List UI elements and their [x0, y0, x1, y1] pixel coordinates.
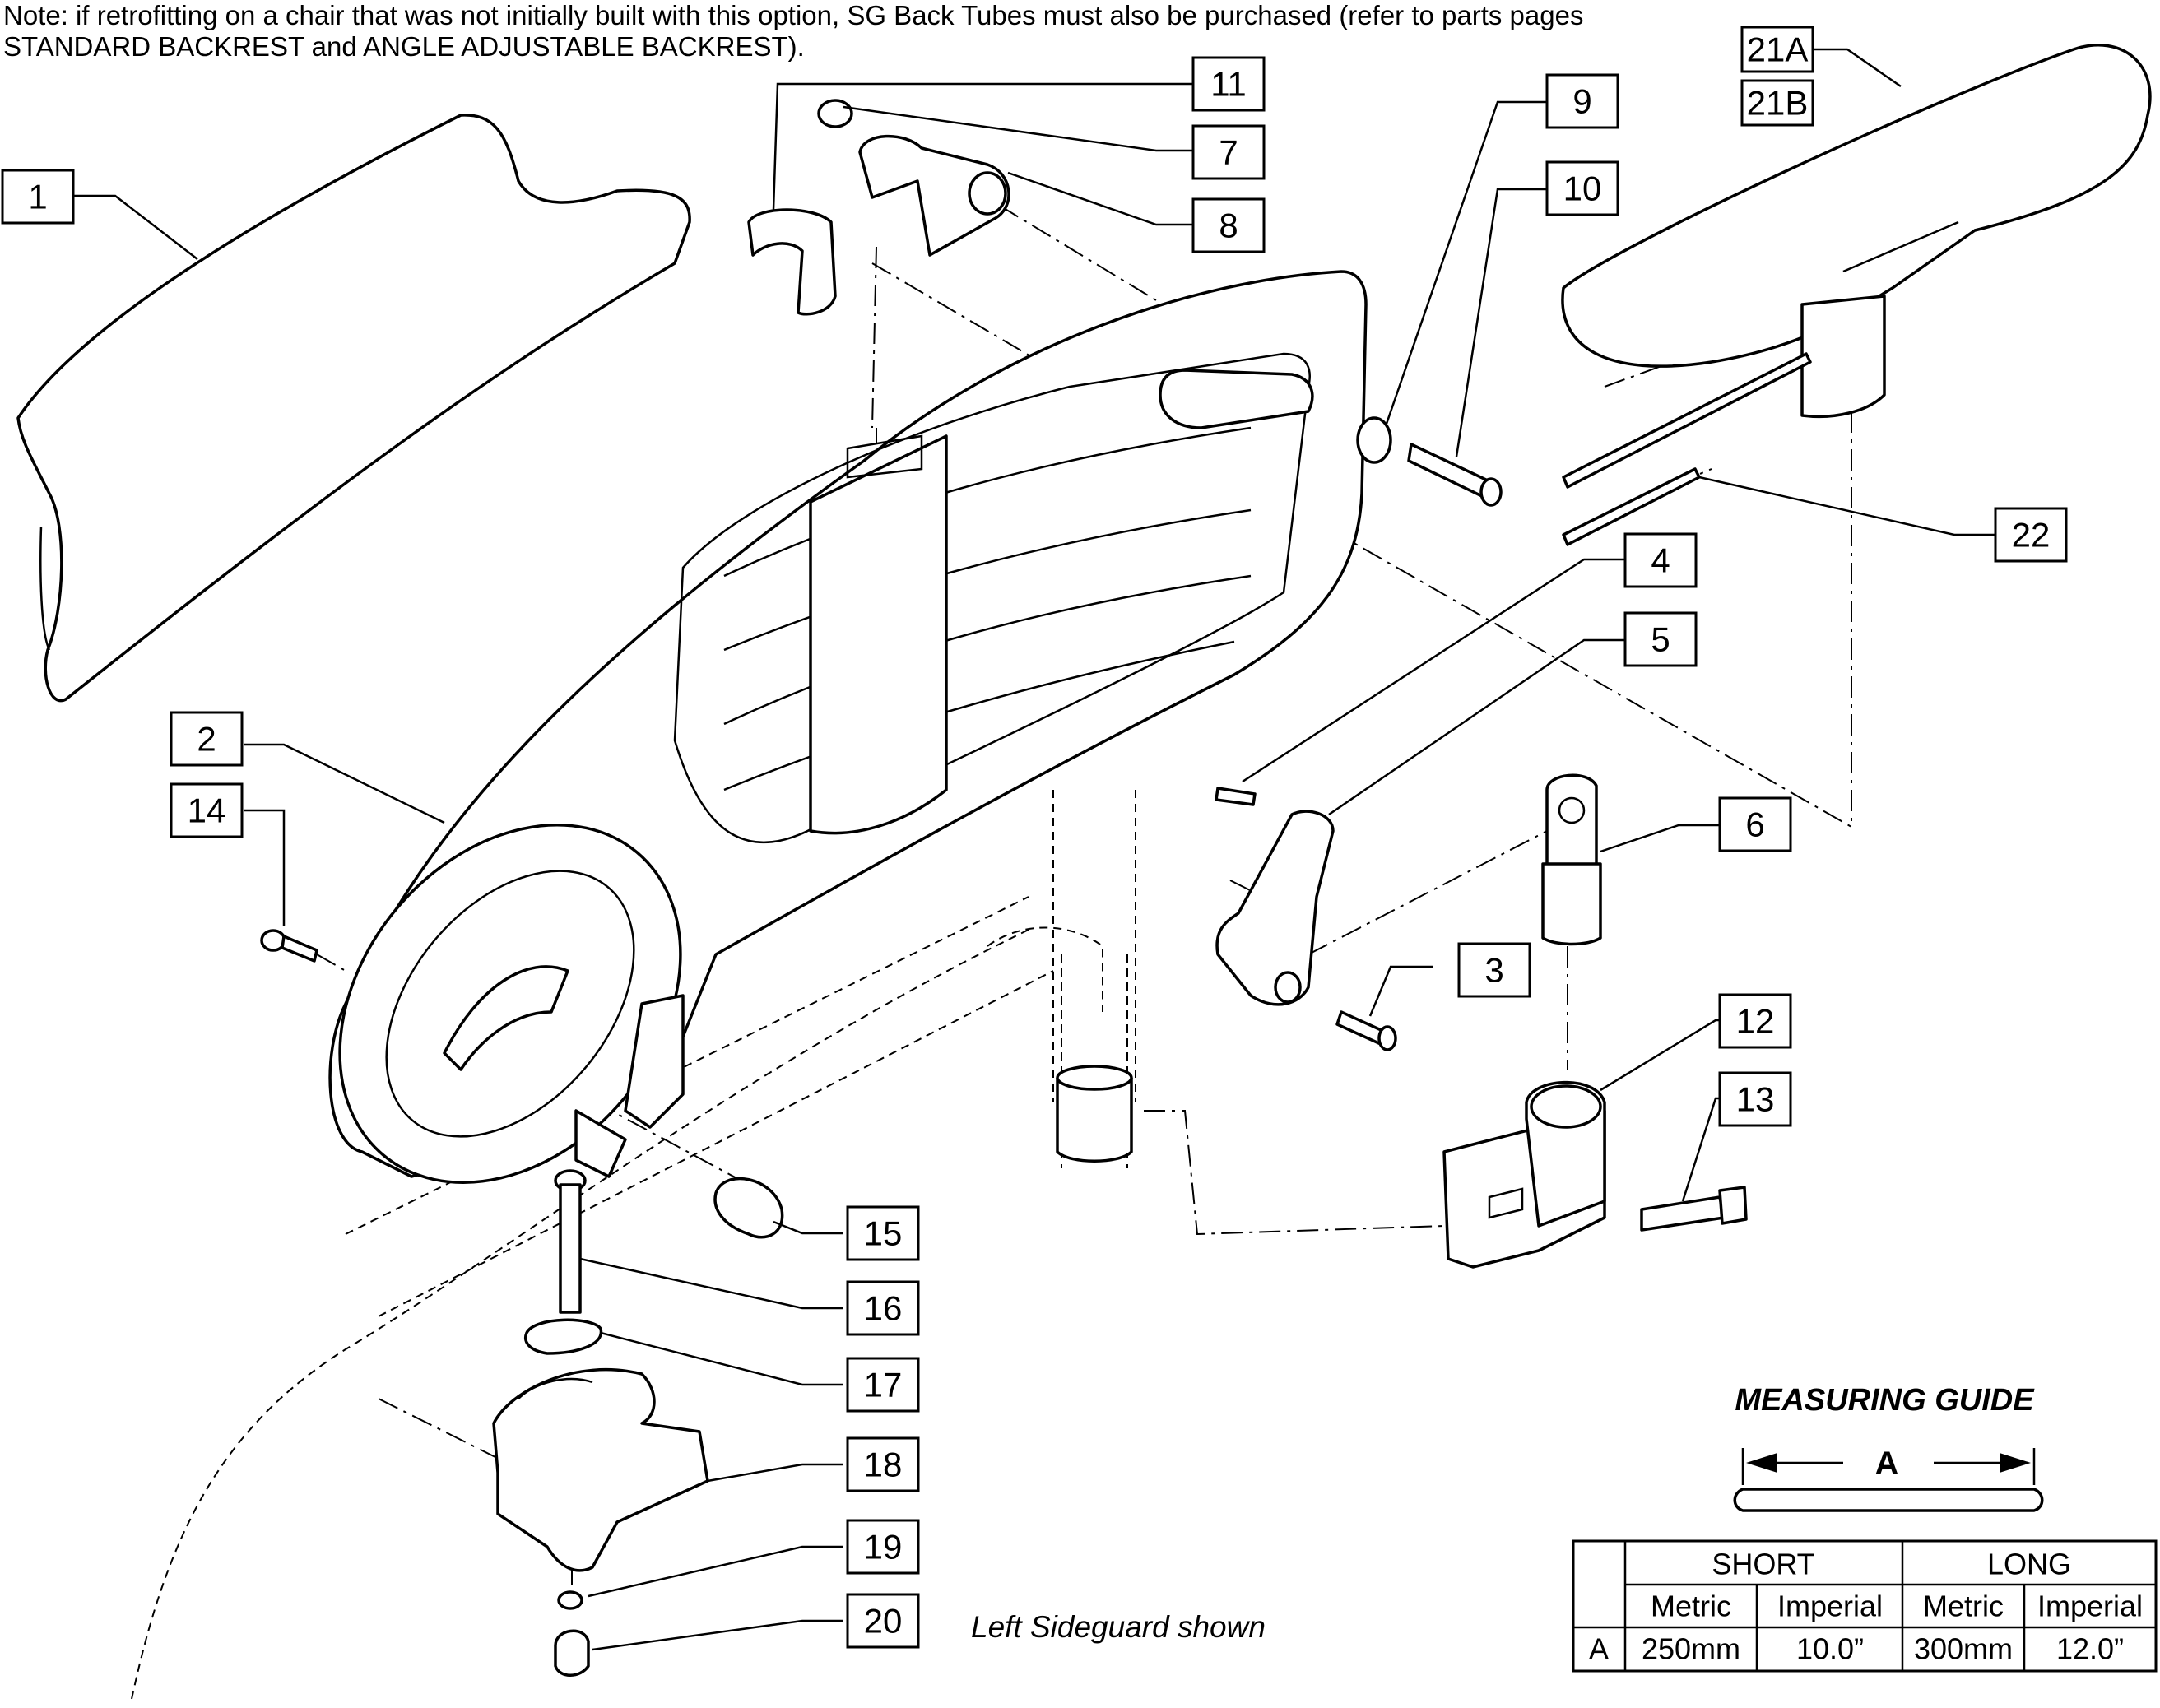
part-22-pins — [1562, 352, 1812, 546]
cell-short-imperial: 10.0” — [1796, 1632, 1864, 1666]
callout-21a: 21A — [1747, 30, 1809, 69]
measuring-guide-title: MEASURING GUIDE — [1735, 1383, 2035, 1418]
part-10-screw — [1407, 443, 1503, 507]
callout-3: 3 — [1484, 951, 1503, 990]
callout-14: 14 — [188, 791, 226, 830]
callout-10-box — [1545, 160, 1619, 216]
callout-15-box — [846, 1205, 920, 1261]
part-17-plate — [524, 1318, 603, 1355]
callout-22-box — [1994, 507, 2068, 563]
callout-19-box — [846, 1519, 920, 1575]
part-16-bolt — [554, 1169, 587, 1314]
cell-short-metric: 250mm — [1642, 1632, 1740, 1666]
dimension-label: A — [1875, 1446, 1899, 1482]
part-21-armpad — [1561, 44, 2152, 419]
callout-2-box — [170, 711, 244, 767]
callout-11-box — [1191, 56, 1266, 112]
callout-3-box — [1457, 942, 1531, 998]
callout-2: 2 — [197, 720, 216, 759]
caption-left-sideguard: Left Sideguard shown — [971, 1610, 1266, 1644]
part-1-back-pad — [16, 114, 691, 703]
callout-1-box — [1, 169, 75, 225]
callout-7-box — [1191, 124, 1266, 180]
part-8-bracket — [858, 134, 1010, 257]
header-metric-short: Metric — [1651, 1590, 1731, 1623]
part-20-nut — [554, 1629, 590, 1677]
callout-16-box — [846, 1280, 920, 1336]
part-14-screw — [260, 929, 318, 963]
cell-long-imperial: 12.0” — [2056, 1632, 2124, 1666]
callout-17: 17 — [864, 1366, 903, 1404]
callout-15: 15 — [864, 1214, 903, 1253]
callout-20-box — [846, 1593, 920, 1649]
header-long: LONG — [1987, 1548, 2071, 1581]
part-2-sideguard-panel — [328, 270, 1368, 1184]
callout-6-box — [1718, 796, 1792, 852]
dimension-table: SHORT LONG Metric Imperial Metric Imperi… — [1572, 1539, 2158, 1673]
callout-21b-box — [1740, 79, 1814, 127]
part-3-screw — [1335, 1010, 1397, 1051]
part-19-washer — [557, 1590, 583, 1610]
part-11-clip — [747, 208, 837, 316]
callout-4-box — [1623, 532, 1698, 588]
note-line-2: STANDARD BACKREST and ANGLE ADJUSTABLE B… — [3, 31, 805, 62]
callout-17-box — [846, 1357, 920, 1413]
callout-22: 22 — [2012, 516, 2051, 555]
armpad-profile — [1733, 1488, 2044, 1512]
callout-20: 20 — [864, 1602, 903, 1641]
callout-6: 6 — [1745, 805, 1764, 844]
callout-9: 9 — [1572, 82, 1591, 121]
part-9-washer — [1356, 416, 1392, 464]
row-label-a: A — [1589, 1632, 1609, 1666]
header-imperial-short: Imperial — [1777, 1590, 1883, 1623]
callout-1: 1 — [28, 178, 47, 216]
frame-tube — [1056, 1065, 1133, 1163]
part-13-bolt — [1640, 1186, 1748, 1232]
part-6-post — [1541, 773, 1602, 946]
callout-5: 5 — [1651, 620, 1670, 659]
callout-9-box — [1545, 73, 1619, 129]
callout-11: 11 — [1210, 65, 1247, 104]
callout-21b: 21B — [1747, 84, 1809, 123]
callout-13: 13 — [1736, 1080, 1775, 1119]
part-15-knob — [713, 1177, 784, 1239]
part-5-bracket — [1215, 810, 1335, 1006]
header-short: SHORT — [1712, 1548, 1814, 1581]
callouts: 1 2 3 4 5 6 7 8 9 10 11 12 13 14 15 16 1 — [1, 26, 2068, 1649]
callout-12: 12 — [1736, 1002, 1775, 1041]
part-7-nut — [817, 99, 853, 128]
callout-5-box — [1623, 611, 1698, 667]
callout-4: 4 — [1651, 541, 1670, 580]
callout-8: 8 — [1219, 207, 1238, 245]
measuring-guide: MEASURING GUIDE A SHORT LONG Metric Impe… — [1572, 1383, 2158, 1673]
callout-21a-box — [1740, 26, 1814, 73]
callout-18-box — [846, 1436, 920, 1492]
callout-7: 7 — [1219, 133, 1238, 172]
part-18-clamp — [492, 1367, 709, 1572]
header-metric-long: Metric — [1923, 1590, 2004, 1623]
callout-16: 16 — [864, 1289, 903, 1328]
leader-lines — [74, 48, 1995, 1651]
note-line-1: Note: if retrofitting on a chair that wa… — [3, 0, 1583, 30]
callout-12-box — [1718, 993, 1792, 1049]
cell-long-metric: 300mm — [1914, 1632, 2013, 1666]
header-imperial-long: Imperial — [2037, 1590, 2143, 1623]
part-12-clamp — [1442, 1080, 1606, 1269]
callout-10: 10 — [1563, 169, 1602, 208]
callout-18: 18 — [864, 1446, 903, 1484]
callout-19: 19 — [864, 1528, 903, 1566]
callout-8-box — [1191, 197, 1266, 253]
callout-13-box — [1718, 1071, 1792, 1127]
part-4-screw — [1215, 787, 1257, 806]
callout-14-box — [170, 782, 244, 838]
